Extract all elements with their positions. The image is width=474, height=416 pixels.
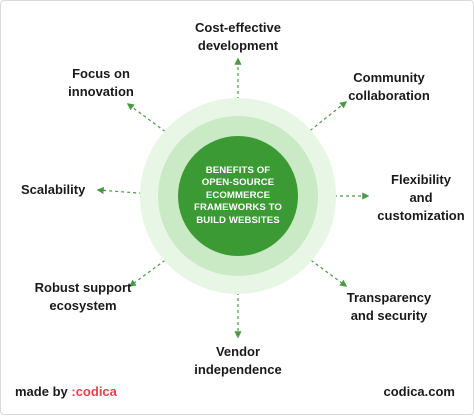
benefit-line: independence: [194, 362, 282, 377]
center-circle: BENEFITS OF OPEN-SOURCE ECOMMERCE FRAMEW…: [178, 136, 298, 256]
center-line: BENEFITS OF: [205, 164, 271, 176]
benefit-scalability: Scalability: [21, 181, 85, 199]
benefit-line: innovation: [68, 84, 134, 99]
site-url: codica.com: [383, 384, 455, 399]
benefit-line: customization: [377, 208, 465, 223]
made-by-credit: made by :codica: [15, 384, 117, 399]
center-line: ECOMMERCE: [205, 189, 271, 201]
benefit-line: and: [409, 190, 433, 205]
center-title: BENEFITS OF OPEN-SOURCE ECOMMERCE FRAMEW…: [182, 165, 294, 228]
benefit-line: and security: [350, 308, 428, 323]
benefit-line: Community: [353, 70, 425, 85]
benefit-robust-support: Robust support ecosystem: [31, 279, 135, 315]
benefit-community: Community collaboration: [341, 69, 437, 105]
benefit-line: Scalability: [21, 182, 86, 197]
center-line: BUILD WEBSITES: [196, 214, 280, 226]
brand-logo: :codica: [71, 384, 117, 399]
benefit-line: collaboration: [348, 88, 430, 103]
benefit-line: Cost-effective: [195, 20, 281, 35]
benefit-line: Flexibility: [391, 172, 451, 187]
benefit-line: Focus on: [72, 66, 130, 81]
made-by-text: made by: [15, 384, 68, 399]
benefit-line: ecosystem: [49, 298, 117, 313]
benefit-cost-effective: Cost-effective development: [182, 19, 294, 55]
benefit-line: development: [197, 38, 279, 53]
benefit-transparency: Transparency and security: [336, 289, 442, 325]
benefit-line: Robust support: [34, 280, 132, 295]
center-line: OPEN-SOURCE: [201, 177, 275, 189]
benefit-vendor-independence: Vendor independence: [188, 343, 288, 379]
benefit-line: Transparency: [346, 290, 432, 305]
benefit-line: Vendor: [215, 344, 261, 359]
benefit-flexibility: Flexibility and customization: [373, 171, 469, 225]
center-line: FRAMEWORKS TO: [194, 202, 282, 214]
benefit-focus-innovation: Focus on innovation: [56, 65, 146, 101]
